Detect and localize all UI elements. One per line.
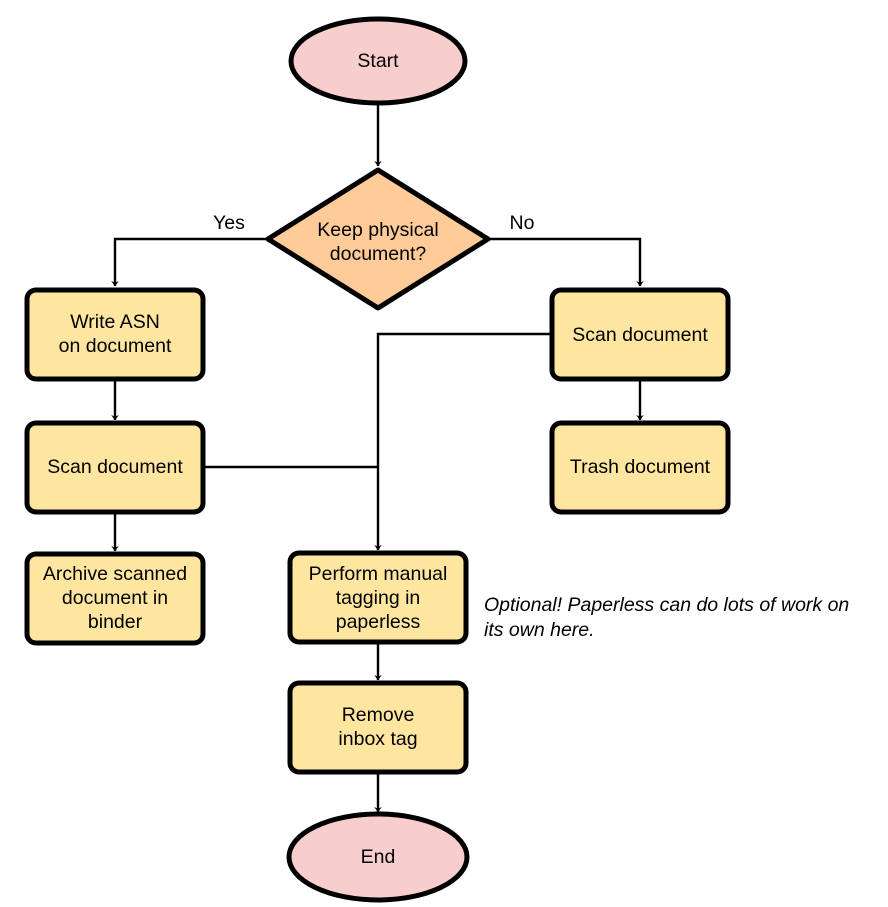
edge-label-no: No	[510, 212, 535, 234]
write-asn-box-shape	[24, 287, 206, 382]
scan-document-right-box-shape	[549, 287, 731, 382]
scan-document-left-label: Scan document	[47, 456, 183, 478]
edge-decision-yes-to-write-asn	[111, 237, 266, 287]
end-label: End	[361, 846, 396, 868]
node-remove-inbox-tag[interactable]: Remove inbox tag	[287, 680, 469, 775]
scan-document-right-label: Scan document	[572, 324, 708, 346]
node-trash-document[interactable]: Trash document	[549, 420, 731, 515]
archive-label-line-2: document in	[62, 587, 168, 609]
tagging-label-line-2: tagging in	[336, 587, 421, 609]
node-perform-manual-tagging[interactable]: Perform manual tagging in paperless	[287, 550, 469, 645]
archive-box-shape	[24, 551, 206, 646]
start-ellipse-shape	[288, 16, 468, 106]
write-asn-label-line-2: on document	[59, 335, 172, 357]
node-write-asn-on-document[interactable]: Write ASN on document	[24, 287, 206, 382]
node-scan-document-right[interactable]: Scan document	[549, 287, 731, 382]
end-ellipse-shape	[286, 811, 470, 903]
tagging-label-line-1: Perform manual	[309, 563, 448, 585]
edge-label-yes: Yes	[213, 212, 245, 234]
node-archive-scanned-document[interactable]: Archive scanned document in binder	[24, 551, 206, 646]
edge-scan-right-to-tagging	[374, 332, 552, 551]
optional-note-line-1: Optional! Paperless can do lots of work …	[484, 594, 849, 616]
remove-inbox-label-line-1: Remove	[342, 704, 415, 726]
node-end[interactable]: End	[286, 811, 470, 903]
archive-label-line-1: Archive scanned	[43, 563, 187, 585]
node-scan-document-left[interactable]: Scan document	[24, 420, 206, 515]
edge-decision-no-to-scan-right	[490, 237, 644, 287]
node-start[interactable]: Start	[288, 16, 468, 106]
node-decision-keep-physical-document[interactable]: Keep physical document?	[265, 167, 491, 311]
archive-label-line-3: binder	[88, 611, 143, 633]
tagging-box-shape	[287, 550, 469, 645]
trash-document-box-shape	[549, 420, 731, 515]
start-label: Start	[357, 50, 399, 72]
optional-note-line-2: its own here.	[484, 619, 595, 641]
remove-inbox-box-shape	[287, 680, 469, 775]
decision-label-line-2: document?	[330, 243, 427, 265]
write-asn-label-line-1: Write ASN	[70, 311, 160, 333]
tagging-label-line-3: paperless	[336, 611, 421, 633]
scan-document-left-box-shape	[24, 420, 206, 515]
trash-document-label: Trash document	[570, 456, 711, 478]
decision-diamond-shape	[265, 167, 491, 311]
annotation-optional-note: Optional! Paperless can do lots of work …	[484, 594, 849, 641]
decision-label-line-1: Keep physical	[317, 219, 438, 241]
remove-inbox-label-line-2: inbox tag	[338, 728, 417, 750]
